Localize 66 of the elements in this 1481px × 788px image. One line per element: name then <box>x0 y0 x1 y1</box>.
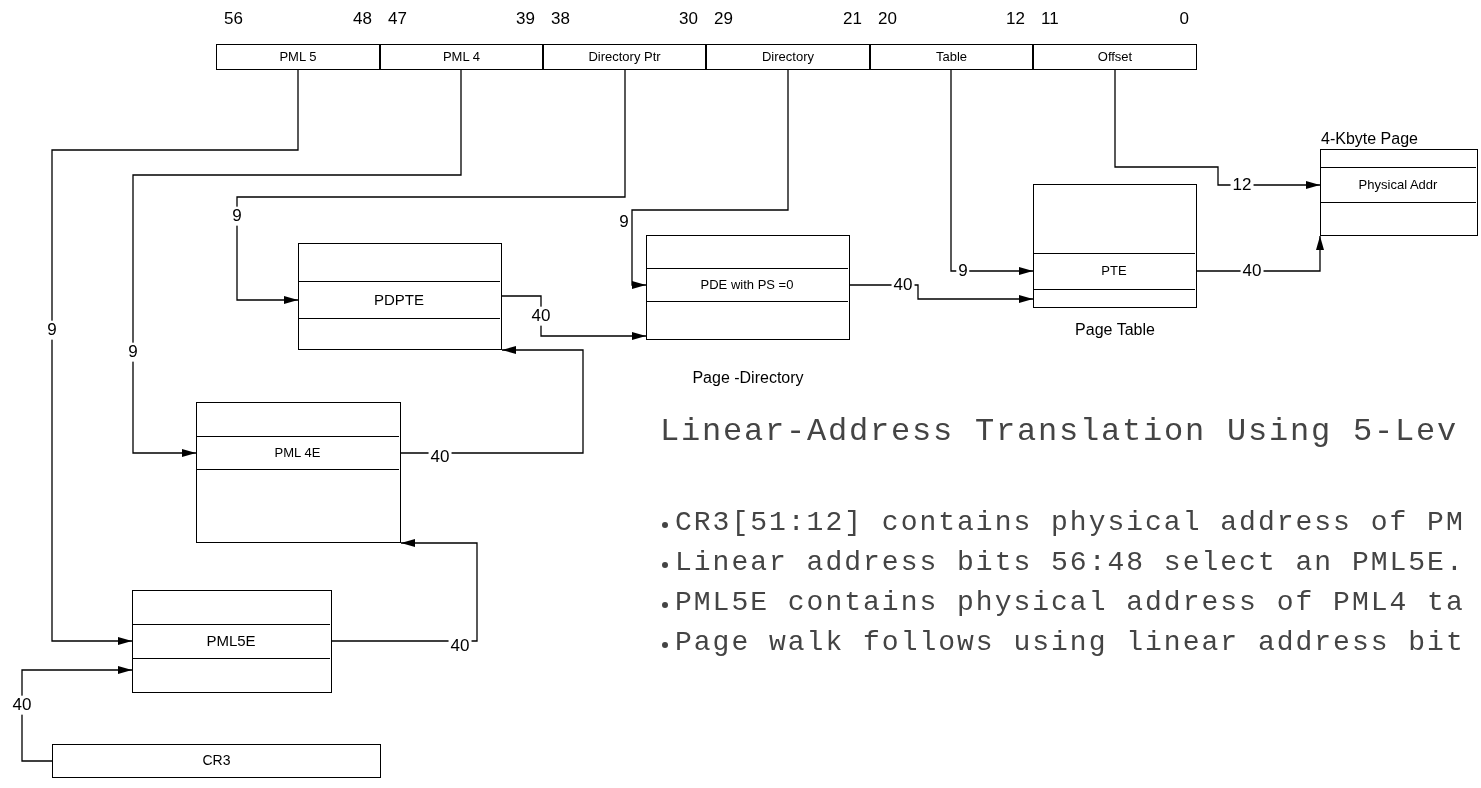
edge-label: 40 <box>10 695 34 715</box>
bit-number: 39 <box>516 10 535 29</box>
bit-number: 11 <box>1041 10 1059 29</box>
entry-label: PML 4 <box>442 49 481 65</box>
arrow <box>1114 69 1321 189</box>
arrow <box>331 539 478 642</box>
arrow <box>21 666 133 762</box>
field-box <box>706 44 870 70</box>
diagram-title: Linear-Address Translation Using 5-Lev <box>660 414 1459 450</box>
table-entry <box>132 624 330 659</box>
edge-label: 9 <box>230 206 244 226</box>
entry-label: Physical Addr <box>1358 177 1438 193</box>
edge-label: 9 <box>45 320 59 340</box>
bit-number: 0 <box>1179 10 1189 29</box>
field-box <box>216 44 380 70</box>
table-title: 4-Kbyte Page <box>1321 130 1418 148</box>
table-caption: Page Table <box>1075 321 1155 339</box>
entry-label: PDPTE <box>374 291 424 309</box>
bullet-text: Linear address bits 56:48 select an PML5E. <box>675 548 1465 579</box>
bullet-text: PML5E contains physical address of PML4 ta <box>675 588 1465 619</box>
bit-number: 30 <box>679 10 698 29</box>
field-box <box>52 744 381 778</box>
field-box <box>543 44 706 70</box>
field-box <box>870 44 1033 70</box>
field-box <box>380 44 543 70</box>
bullet-text: Page walk follows using linear address bit <box>675 628 1465 659</box>
table-entry <box>1320 167 1476 203</box>
arrow <box>849 284 1034 303</box>
field-box <box>1033 44 1197 70</box>
table-caption: Page -Directory <box>692 369 804 387</box>
entry-label: PML 5 <box>279 49 317 65</box>
bit-number: 12 <box>1006 10 1025 29</box>
bit-number: 29 <box>714 10 733 29</box>
arrow <box>1196 235 1324 272</box>
edge-label: 40 <box>529 306 553 326</box>
entry-label: PML5E <box>206 633 256 650</box>
arrow <box>501 295 647 340</box>
entry-label: Table <box>935 49 968 65</box>
entry-label: Offset <box>1097 49 1133 65</box>
entry-label: PDE with PS =0 <box>700 277 794 293</box>
table-entry <box>196 436 399 470</box>
arrow <box>950 69 1034 275</box>
arrow <box>400 346 584 454</box>
table-box <box>196 402 401 543</box>
bit-number: 38 <box>551 10 570 29</box>
bit-number: 47 <box>388 10 407 29</box>
table-entry <box>646 268 848 302</box>
edge-label: 9 <box>126 342 140 362</box>
table-entry <box>298 281 500 319</box>
bullet-text: CR3[51:12] contains physical address of PM <box>675 508 1465 539</box>
table-entry <box>1033 253 1195 290</box>
bit-number: 48 <box>353 10 372 29</box>
entry-label: Directory Ptr <box>588 49 661 65</box>
entry-label: PTE <box>1101 264 1127 279</box>
table-box <box>132 590 332 693</box>
entry-label: Directory <box>762 49 814 65</box>
bit-number: 21 <box>843 10 862 29</box>
arrow <box>236 69 626 304</box>
bit-number: 20 <box>878 10 897 29</box>
arrow <box>51 69 299 645</box>
arrow <box>631 69 789 289</box>
bit-number: 56 <box>224 10 243 29</box>
table-box <box>298 243 502 350</box>
entry-label: CR3 <box>202 753 231 769</box>
entry-label: PML 4E <box>274 445 321 461</box>
arrow <box>132 69 462 457</box>
